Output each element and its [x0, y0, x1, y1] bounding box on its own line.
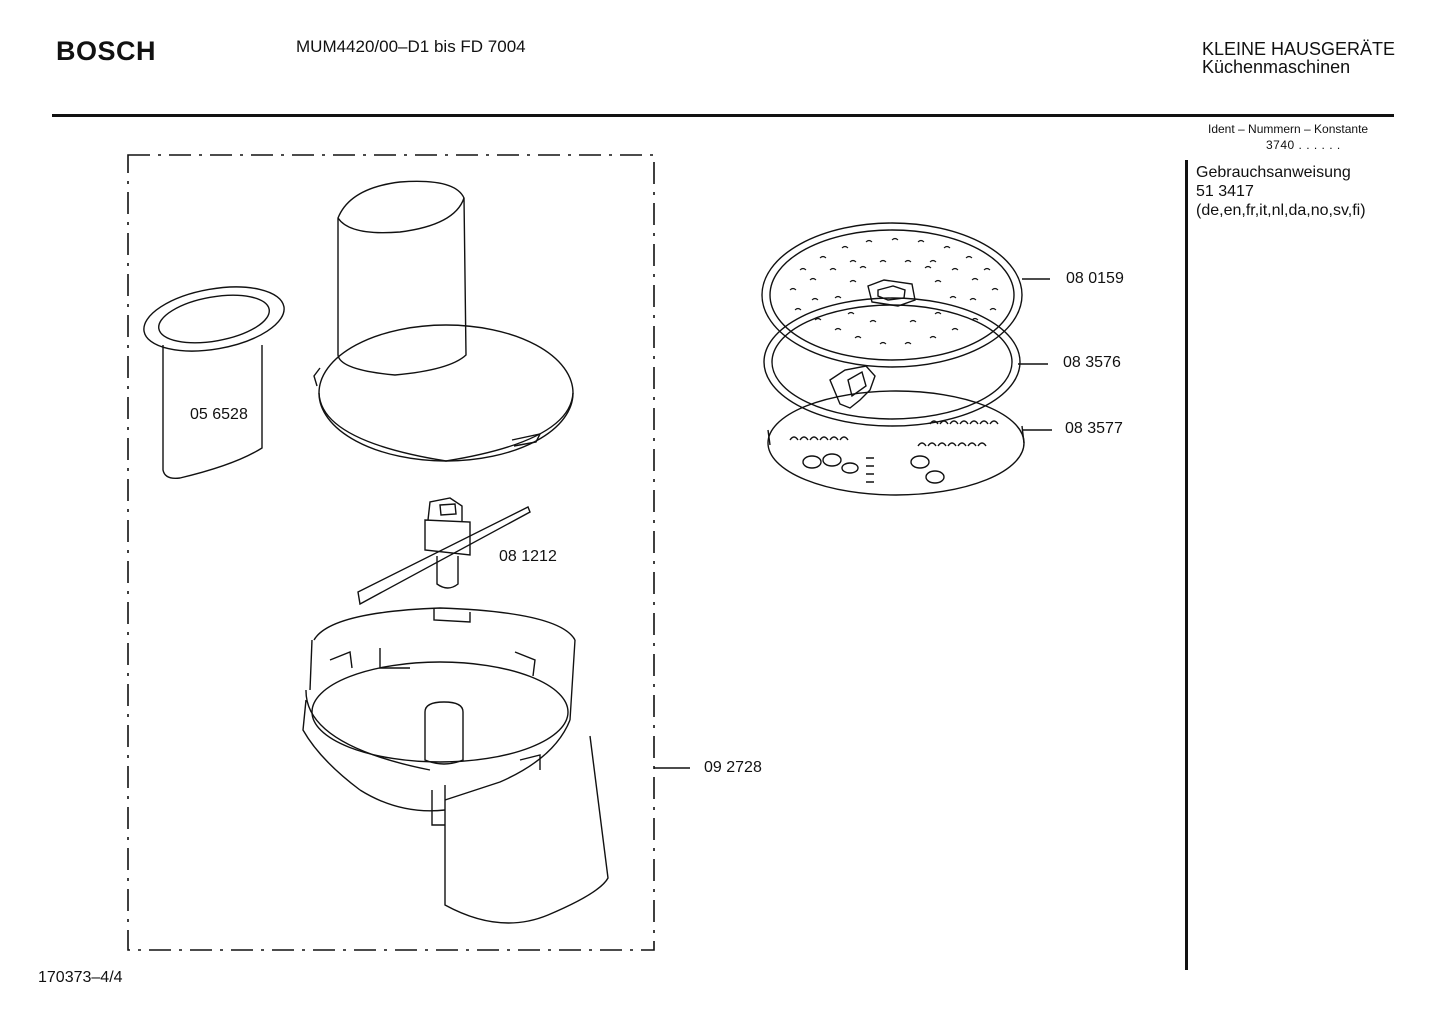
part-pusher [143, 286, 285, 480]
part-label-pusher: 05 6528 [190, 406, 248, 423]
ident-title: Ident – Nummern – Konstante [1208, 122, 1369, 136]
part-label-slicer: 08 3576 [1063, 354, 1121, 371]
ident-value: 3740 . . . . . . [1266, 138, 1341, 152]
part-label-blade: 08 1212 [499, 548, 557, 565]
drawing-code: 170373–4/4 [38, 969, 123, 986]
part-label-bowl: 09 2728 [704, 759, 762, 776]
brand-logo: BOSCH [56, 36, 157, 66]
document-languages: (de,en,fr,it,nl,da,no,sv,fi) [1196, 202, 1366, 219]
column-divider [1185, 160, 1188, 970]
part-bowl [302, 607, 609, 924]
part-disc-slicer [763, 297, 1021, 427]
part-label-shredder: 08 3577 [1065, 420, 1123, 437]
category-title: KLEINE HAUSGERÄTE [1202, 39, 1396, 59]
part-lid [313, 180, 574, 462]
header-rule [52, 114, 1394, 117]
grater-holes [789, 237, 999, 345]
part-blade [357, 497, 531, 606]
assembly-frame [127, 154, 655, 951]
model-number: MUM4420/00–D1 bis FD 7004 [296, 37, 526, 56]
document-title: Gebrauchsanweisung [1196, 164, 1351, 181]
category-subtitle: Küchenmaschinen [1202, 57, 1351, 77]
part-disc-shredder [767, 390, 1025, 496]
part-label-grater: 08 0159 [1066, 270, 1124, 287]
document-number: 51 3417 [1196, 183, 1254, 200]
part-disc-grater [761, 222, 1023, 368]
